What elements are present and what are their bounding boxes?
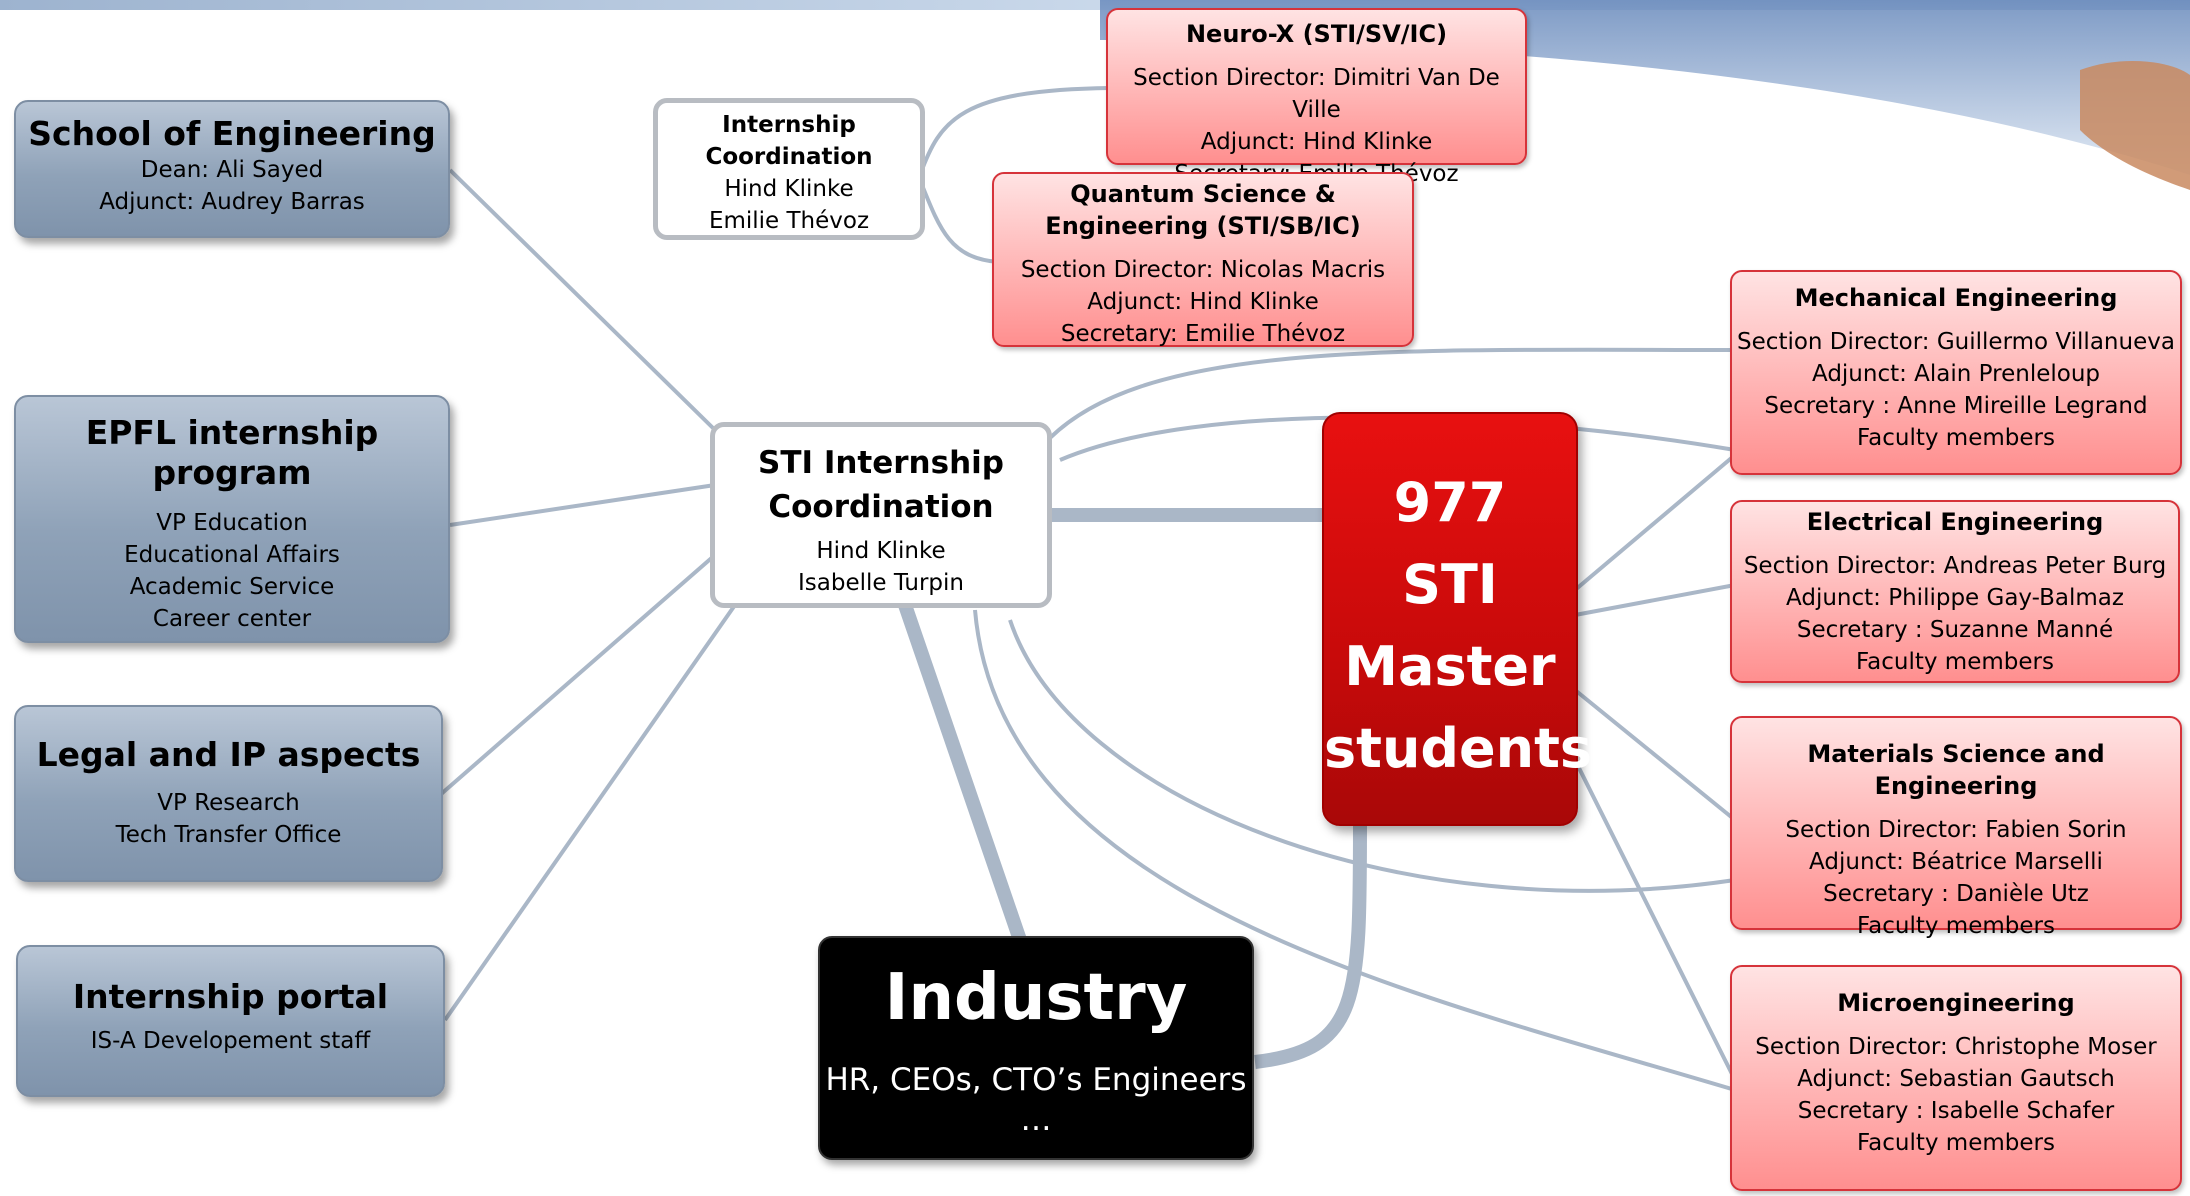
connector-intcoord-quantum	[918, 179, 999, 264]
portal-title: Internship portal	[72, 977, 389, 1016]
sti-coord-title: STI Internship Coordination	[758, 445, 1004, 525]
mech-line-1: Section Director: Guillermo Villanueva	[1737, 329, 2175, 355]
epfl-title: EPFL internship program	[85, 413, 379, 492]
master-students-box: 977 STI Master students	[1322, 412, 1593, 826]
legal-ip-box: Legal and IP aspects VP Research Tech Tr…	[14, 705, 443, 882]
micro-line-4: Faculty members	[1857, 1130, 2055, 1156]
industry-line-1: HR, CEOs, CTO’s Engineers	[825, 1062, 1247, 1098]
connector-mat-1	[1573, 688, 1737, 822]
sti-coord-line-2: Isabelle Turpin	[797, 570, 964, 596]
connector-portal	[443, 603, 737, 1022]
internship-coordination-box: Internship Coordination Hind Klinke Emil…	[653, 98, 925, 240]
mechanical-engineering-box: Mechanical Engineering Section Director:…	[1730, 270, 2182, 475]
epfl-line-1: VP Education	[156, 510, 308, 536]
connector-mech-1	[1048, 347, 1736, 440]
materials-science-box: Materials Science and Engineering Sectio…	[1730, 716, 2182, 939]
sti-coord-line-1: Hind Klinke	[816, 538, 946, 564]
connector-micro-1	[1573, 759, 1737, 1081]
connector-legal	[438, 553, 717, 797]
neurox-box: Neuro-X (STI/SV/IC) Section Director: Di…	[1106, 8, 1527, 187]
elec-title: Electrical Engineering	[1806, 508, 2104, 536]
industry-box: Industry HR, CEOs, CTO’s Engineers …	[818, 936, 1254, 1160]
epfl-internship-program-box: EPFL internship program VP Education Edu…	[14, 395, 450, 643]
elec-line-4: Faculty members	[1856, 649, 2054, 675]
neurox-title: Neuro-X (STI/SV/IC)	[1185, 20, 1448, 48]
industry-line-2: …	[1020, 1102, 1052, 1138]
neurox-line-2: Adjunct: Hind Klinke	[1200, 129, 1433, 155]
connector-mech-3	[1573, 453, 1737, 592]
connector-master-industry	[1254, 819, 1367, 1069]
quantum-title: Quantum Science & Engineering (STI/SB/IC…	[1045, 180, 1361, 240]
school-line-1: Dean: Ali Sayed	[140, 157, 324, 183]
quantum-line-2: Adjunct: Hind Klinke	[1087, 289, 1319, 315]
mech-title: Mechanical Engineering	[1794, 284, 2118, 312]
mat-line-3: Secretary : Danièle Utz	[1823, 881, 2089, 907]
industry-title: Industry	[884, 961, 1188, 1035]
elec-line-2: Adjunct: Philippe Gay-Balmaz	[1786, 585, 2124, 611]
legal-line-1: VP Research	[157, 790, 300, 816]
quantum-line-1: Section Director: Nicolas Macris	[1020, 257, 1386, 283]
elec-line-3: Secretary : Suzanne Manné	[1796, 617, 2114, 643]
micro-line-3: Secretary : Isabelle Schafer	[1797, 1098, 2115, 1124]
mech-line-4: Faculty members	[1857, 425, 2055, 451]
mat-line-2: Adjunct: Béatrice Marselli	[1809, 849, 2103, 875]
mat-line-4: Faculty members	[1857, 913, 2055, 939]
school-line-2: Adjunct: Audrey Barras	[99, 189, 365, 215]
elec-line-1: Section Director: Andreas Peter Burg	[1743, 553, 2167, 579]
master-line-3: Master	[1344, 635, 1556, 698]
mat-line-1: Section Director: Fabien Sorin	[1785, 817, 2127, 843]
mech-line-2: Adjunct: Alain Prenleloup	[1811, 361, 2101, 387]
connector-elec-1	[1574, 583, 1736, 617]
sti-internship-coordination-box: STI Internship Coordination Hind Klinke …	[710, 422, 1052, 608]
mech-line-3: Secretary : Anne Mireille Legrand	[1764, 393, 2148, 419]
master-line-4: students	[1324, 717, 1593, 780]
micro-line-2: Adjunct: Sebastian Gautsch	[1797, 1066, 2115, 1092]
school-title: School of Engineering	[28, 114, 436, 153]
master-line-1: 977	[1393, 471, 1507, 534]
mat-title: Materials Science and Engineering	[1807, 740, 2105, 800]
internship-portal-box: Internship portal IS-A Developement staf…	[16, 945, 445, 1097]
connector-epfl	[449, 483, 716, 527]
electrical-engineering-box: Electrical Engineering Section Director:…	[1730, 500, 2180, 683]
connector-micro-2	[973, 609, 1736, 1092]
micro-line-1: Section Director: Christophe Moser	[1755, 1034, 2157, 1060]
neurox-line-1: Section Director: Dimitri Van De Ville	[1133, 65, 1500, 123]
epfl-line-3: Academic Service	[129, 574, 335, 600]
connector-intcoord-neurox	[918, 86, 1111, 176]
intcoord-title: Internship Coordination	[705, 112, 873, 170]
portal-line-1: IS-A Developement staff	[90, 1028, 371, 1054]
micro-title: Microengineering	[1837, 989, 2075, 1017]
master-line-2: STI	[1402, 553, 1498, 616]
epfl-line-4: Career center	[152, 606, 312, 632]
quantum-line-3: Secretary: Emilie Thévoz	[1060, 321, 1346, 347]
microengineering-box: Microengineering Section Director: Chris…	[1730, 965, 2182, 1191]
connector-mat-2	[1008, 619, 1736, 893]
connector-school	[448, 168, 717, 432]
quantum-box: Quantum Science & Engineering (STI/SB/IC…	[992, 172, 1414, 347]
legal-line-2: Tech Transfer Office	[115, 822, 342, 848]
intcoord-line-1: Hind Klinke	[724, 176, 854, 202]
legal-title: Legal and IP aspects	[36, 735, 421, 774]
school-of-engineering-box: School of Engineering Dean: Ali Sayed Ad…	[14, 100, 450, 238]
epfl-line-2: Educational Affairs	[124, 542, 340, 568]
connector-sti-industry	[898, 602, 1027, 943]
intcoord-line-2: Emilie Thévoz	[708, 208, 870, 234]
